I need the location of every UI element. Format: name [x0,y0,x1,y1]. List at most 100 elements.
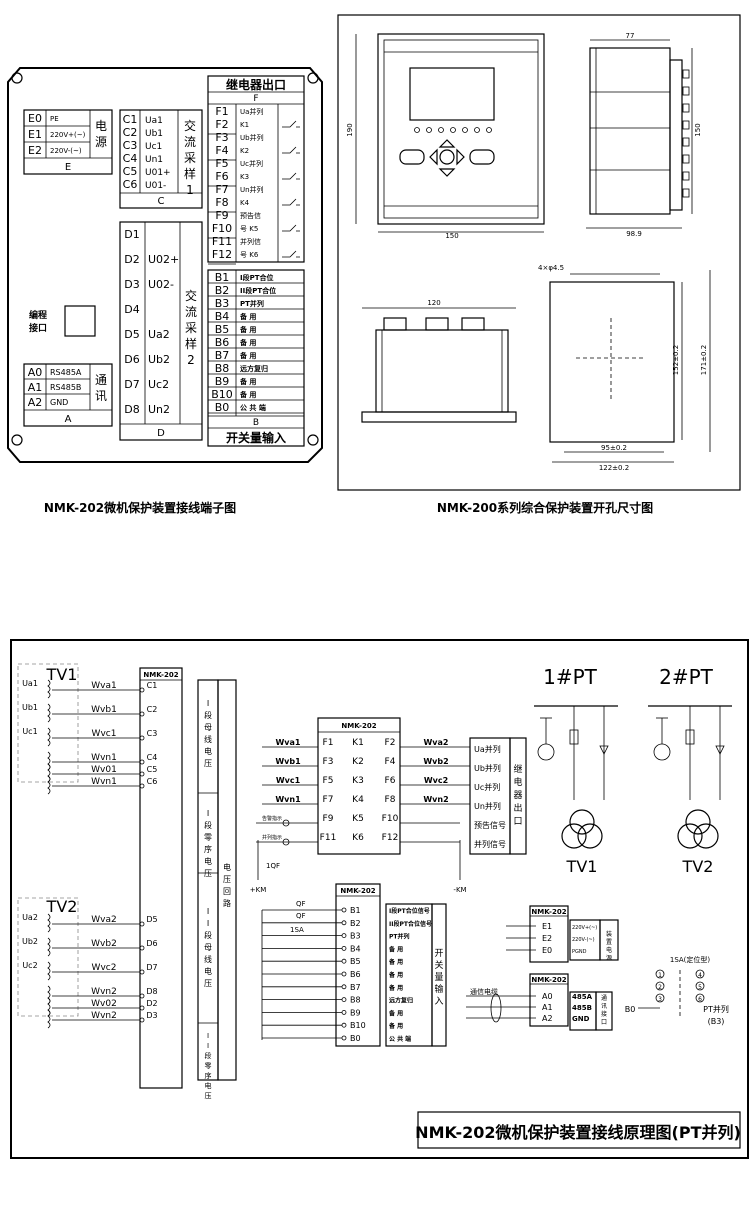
section-label: 压 [204,759,212,768]
f-signal: Ua并列 [240,107,263,116]
d-pin: D5 [124,328,139,341]
sa-switch-label: 1SA(定位型) [670,955,711,964]
wire-label: Wvn1 [91,753,117,763]
terminal-label: C2 [147,705,158,714]
switch-terminal-icon [695,993,705,1003]
section-label: 序 [205,1071,212,1080]
binput-pin: B2 [350,919,361,928]
f-pin: F4 [215,144,228,157]
section-label: I [207,919,209,928]
a-pin: A2 [28,396,43,409]
f-signal: K1 [240,121,249,129]
led-icon [438,127,444,133]
c-label: C [158,196,165,207]
e-pin: E2 [28,144,42,157]
terminal-icon [341,933,347,938]
tv-phase-label: Ua2 [22,913,38,922]
c-signal: U01+ [145,168,171,178]
d-pin: D6 [124,353,139,366]
relay-pin: F12 [382,833,399,843]
terminal-icon [341,971,347,977]
tv1-box [17,663,79,783]
section-label: 电 [204,746,212,756]
terminal-icon [139,993,145,999]
relay-left-wire: Wvc1 [276,776,301,785]
c-signal: U01- [145,181,166,191]
sa-b0: B0 [625,1005,636,1014]
f-signal: 预告信 [240,211,261,220]
transformer-icon [577,823,603,849]
relay-contact-icon [282,172,300,180]
c-side-text: 采 [184,151,196,165]
e-side-2: 源 [95,135,107,149]
e-signal: 220V+(~) [50,131,86,139]
relay-k: K4 [352,795,364,805]
relay-contact-icon [282,250,300,258]
relay-side-text: 口 [513,817,522,827]
section-label: 段 [204,710,212,720]
schematic-title: NMK-202微机保护装置接线原理图(PT并列) [415,1123,741,1142]
schematic-frame [10,639,749,1159]
lamp-icon [653,743,671,761]
f-pin: F3 [215,131,228,144]
section-label: 压 [204,979,212,988]
dim-h150: 150 [694,123,702,136]
c-pin: C3 [123,139,138,152]
binput-side-text: 入 [434,996,443,1007]
binput-function: II段PT合位信号 [389,920,432,928]
b-pin: B10 [211,388,233,401]
section-label: 压 [223,875,231,884]
b-pin: B1 [215,271,230,284]
b-pin: B4 [215,310,230,323]
terminal-icon [341,1010,347,1015]
d-signal: Un2 [148,403,170,416]
terminal-icon [341,958,347,964]
connector-icon [682,171,690,181]
pt2-label: 2#PT [659,665,714,689]
b-signal: 备 用 [239,377,256,386]
d-signal: Uc2 [148,378,169,391]
terminal-icon [139,1017,145,1023]
relay-k: K3 [352,776,364,786]
binput-function: PT并列 [389,933,410,941]
dim-holes: 4×φ4.5 [538,264,564,272]
b-title: 开关量输入 [226,430,286,445]
power-pin: E2 [542,934,552,943]
relay-side-text: 出 [513,802,522,814]
section-label: 压 [205,1092,212,1100]
section-label: 母 [204,943,212,952]
relay-pin: F1 [323,738,334,748]
relay-function: Ub并列 [474,763,501,773]
c-signal: Ub1 [145,129,163,139]
b-signal: 备 用 [239,325,256,334]
relay-pin: F4 [385,757,396,767]
binput-function: 公 共 端 [389,1035,411,1043]
relay-pin: F8 [385,795,396,805]
f-pin: F9 [215,209,228,222]
terminal-icon [139,759,145,765]
section-label: 段 [204,820,212,830]
b-signal: PT并列 [240,299,264,308]
b-signal: 远方复归 [240,364,268,373]
relay-function: 并列信号 [474,839,506,849]
terminal-label: D7 [146,963,157,972]
relay-right-wire: Wvn2 [423,795,448,804]
coil-icon [47,679,51,699]
switch-number: 2 [658,984,662,991]
section-label: I [207,1032,209,1040]
dim-h171: 171±0.2 [700,345,708,375]
transformer-icon [685,809,711,835]
d-pin: D1 [124,228,139,241]
relay-right-wire: Wvc2 [424,776,448,785]
binput-side-text: 开 [434,948,443,959]
b-signal: II段PT合位 [240,286,276,295]
terminal-icon [139,735,145,741]
tv-phase-label: Uc1 [22,727,37,736]
top-right-caption: NMK-200系列综合保护装置开孔尺寸图 [437,500,653,515]
section-label: 电 [204,856,212,866]
relay-side-text: 继 [513,763,522,775]
